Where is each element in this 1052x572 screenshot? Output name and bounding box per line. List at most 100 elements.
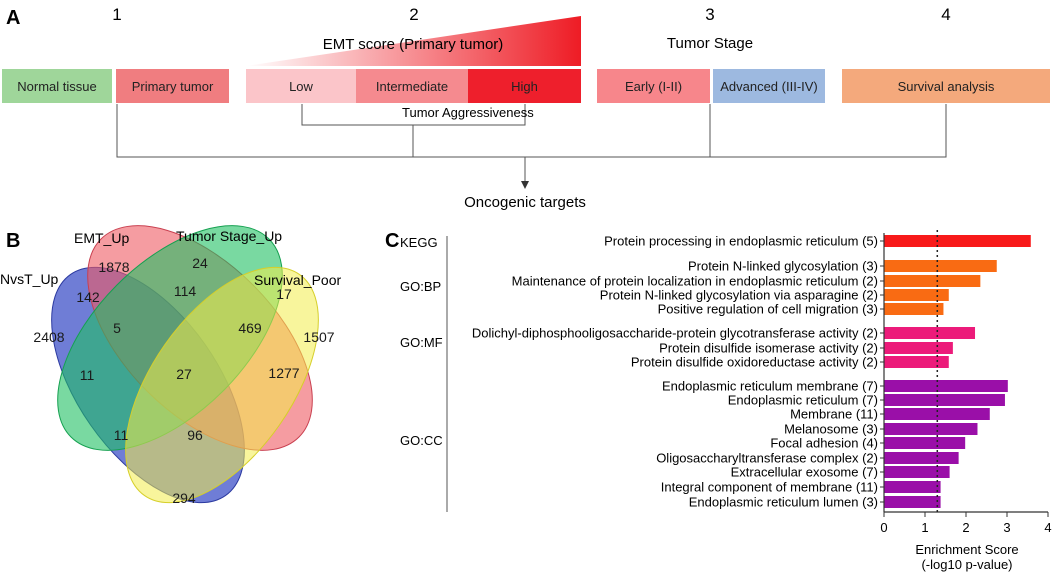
stage-box-label-early-i-ii: Early (I-II) bbox=[625, 79, 682, 94]
stage-box-label-high: High bbox=[511, 79, 538, 94]
set-label-nvst: NvsT_Up bbox=[0, 271, 59, 287]
panel-c-letter: C bbox=[385, 230, 399, 252]
panel-a-letter: A bbox=[6, 7, 20, 29]
emt-gradient-wedge bbox=[246, 16, 581, 66]
bar bbox=[884, 437, 966, 449]
stage-box-high bbox=[468, 69, 581, 103]
step-number-3: 3 bbox=[705, 5, 714, 24]
bar bbox=[884, 289, 949, 301]
venn-count-nvst-stage: 11 bbox=[80, 367, 95, 383]
venn-ellipse-survival bbox=[125, 266, 319, 504]
bar bbox=[884, 327, 976, 339]
bar bbox=[884, 356, 949, 368]
emt-title: EMT score (Primary tumor) bbox=[323, 36, 504, 53]
venn-count-nvst-stage-survival: 11 bbox=[114, 427, 129, 443]
bar bbox=[884, 452, 959, 464]
stage-box-low bbox=[246, 69, 356, 103]
bar bbox=[884, 481, 941, 493]
bar-label: Positive regulation of cell migration (3… bbox=[658, 302, 878, 317]
bar-label: Dolichyl-diphosphooligosaccharide-protei… bbox=[472, 326, 878, 341]
bar-label: Extracellular exosome (7) bbox=[731, 465, 878, 480]
venn-count-emt-stage: 114 bbox=[174, 283, 197, 299]
x-tick-label: 0 bbox=[880, 520, 887, 535]
stage-box-label-intermediate: Intermediate bbox=[376, 79, 448, 94]
x-tick-label: 1 bbox=[921, 520, 928, 535]
venn-count-nvst-emt: 142 bbox=[76, 289, 100, 305]
step-number-2: 2 bbox=[409, 5, 418, 24]
venn-count-nvst-emt-stage: 5 bbox=[113, 320, 121, 336]
bar bbox=[884, 408, 990, 420]
venn-count-all: 27 bbox=[176, 366, 192, 382]
bar-label: Integral component of membrane (11) bbox=[661, 480, 878, 495]
panel-b: B NvsT_Up EMT_Up Tumor Stage_Up Survival… bbox=[0, 225, 341, 506]
stage-box-intermediate bbox=[356, 69, 468, 103]
bar-label: Focal adhesion (4) bbox=[770, 436, 878, 451]
bar-label: Protein processing in endoplasmic reticu… bbox=[604, 234, 878, 249]
x-tick-label: 2 bbox=[962, 520, 969, 535]
arrow-head bbox=[521, 181, 529, 189]
stage-box-primary-tumor bbox=[116, 69, 229, 103]
stage-box-survival-analysis bbox=[842, 69, 1050, 103]
venn-diagram bbox=[51, 225, 319, 504]
set-label-stage: Tumor Stage_Up bbox=[176, 228, 282, 244]
bar bbox=[884, 466, 950, 478]
group-label-go-mf: GO:MF bbox=[400, 335, 443, 350]
stage-box-label-normal-tissue: Normal tissue bbox=[17, 79, 96, 94]
stage-box-normal-tissue bbox=[2, 69, 112, 103]
venn-count-nvst-only: 2408 bbox=[33, 329, 64, 345]
set-label-survival: Survival_Poor bbox=[254, 272, 341, 288]
group-label-go-cc: GO:CC bbox=[400, 433, 443, 448]
x-axis-label-units: (-log10 p-value) bbox=[921, 557, 1012, 572]
flow-brackets bbox=[116, 104, 947, 182]
stage-box-label-survival-analysis: Survival analysis bbox=[898, 79, 995, 94]
bar bbox=[884, 260, 997, 272]
tumor-stage-title: Tumor Stage bbox=[667, 35, 753, 52]
tumor-aggressiveness-label: Tumor Aggressiveness bbox=[402, 105, 534, 120]
stage-box-label-low: Low bbox=[289, 79, 313, 94]
venn-count-emt-stage-survival: 469 bbox=[238, 320, 262, 336]
x-tick-label: 3 bbox=[1003, 520, 1010, 535]
enrichment-chart: KEGG Protein processing in endoplasmic re… bbox=[400, 230, 1052, 535]
bar-label: Oligosaccharyltransferase complex (2) bbox=[656, 451, 878, 466]
stage-boxes: Normal tissue Primary tumor Low Intermediat… bbox=[2, 69, 1050, 103]
bar bbox=[884, 235, 1031, 247]
bar-label: Protein disulfide oxidoreductase activit… bbox=[631, 355, 878, 370]
venn-count-emt-only: 1878 bbox=[98, 259, 129, 275]
bar-label: Protein N-linked glycosylation via aspar… bbox=[600, 288, 878, 303]
bar-label: Endoplasmic reticulum membrane (7) bbox=[662, 379, 878, 394]
venn-count-survival-only: 1507 bbox=[303, 329, 334, 345]
bar bbox=[884, 496, 941, 508]
venn-count-stage-only: 24 bbox=[192, 255, 208, 271]
group-label-go-bp: GO:BP bbox=[400, 279, 441, 294]
bar-label: Melanosome (3) bbox=[784, 422, 878, 437]
bar-label: Endoplasmic reticulum (7) bbox=[728, 393, 878, 408]
bar-label: Protein N-linked glycosylation (3) bbox=[688, 259, 878, 274]
step-number-4: 4 bbox=[941, 5, 950, 24]
step-number-1: 1 bbox=[112, 5, 121, 24]
panel-b-letter: B bbox=[6, 230, 20, 252]
group-label-kegg: KEGG bbox=[400, 235, 438, 250]
bar-label: Endoplasmic reticulum lumen (3) bbox=[689, 495, 878, 510]
bar bbox=[884, 303, 944, 315]
stage-box-label-primary-tumor: Primary tumor bbox=[132, 79, 214, 94]
x-tick-label: 4 bbox=[1044, 520, 1051, 535]
set-label-emt: EMT_Up bbox=[74, 230, 129, 246]
venn-count-emt-survival: 1277 bbox=[268, 365, 299, 381]
stage-box-label-advanced-iii-iv: Advanced (III-IV) bbox=[720, 79, 818, 94]
venn-count-nvst-emt-survival: 96 bbox=[187, 427, 203, 443]
stage-box-early-i-ii bbox=[597, 69, 710, 103]
stage-box-advanced-iii-iv bbox=[713, 69, 825, 103]
bar bbox=[884, 342, 953, 354]
x-axis-label: Enrichment Score bbox=[915, 542, 1018, 557]
venn-count-nvst-survival: 294 bbox=[172, 490, 196, 506]
venn-count-stage-survival: 17 bbox=[276, 286, 292, 302]
oncogenic-targets-label: Oncogenic targets bbox=[464, 194, 586, 211]
bar bbox=[884, 423, 978, 435]
bar-label: Maintenance of protein localization in e… bbox=[512, 274, 878, 289]
bar-label: Protein disulfide isomerase activity (2) bbox=[659, 341, 878, 356]
panel-a: A 1 2 3 4 EMT score (Primary tumor) Tumo… bbox=[2, 5, 1050, 211]
bar bbox=[884, 394, 1005, 406]
panel-c: C KEGG Protein processing in endoplasmic … bbox=[385, 230, 1052, 572]
bar bbox=[884, 275, 981, 287]
